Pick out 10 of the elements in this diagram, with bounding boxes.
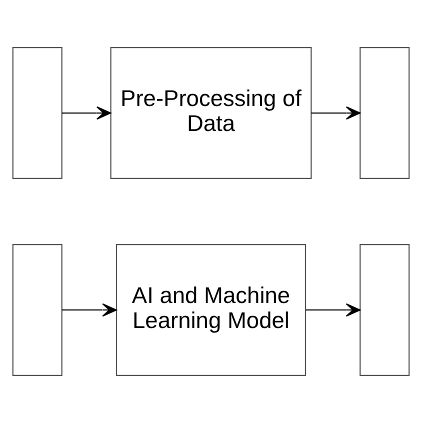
arrow [62,106,112,120]
node-box [12,243,62,376]
arrow [62,302,117,316]
node-box [360,243,410,376]
arrow [311,106,361,120]
node-box [12,46,62,179]
arrow [306,302,361,316]
node-box [360,46,410,179]
node-box: Pre-Processing of Data [110,46,312,179]
node-box: AI and Machine Learning Model [116,243,306,376]
